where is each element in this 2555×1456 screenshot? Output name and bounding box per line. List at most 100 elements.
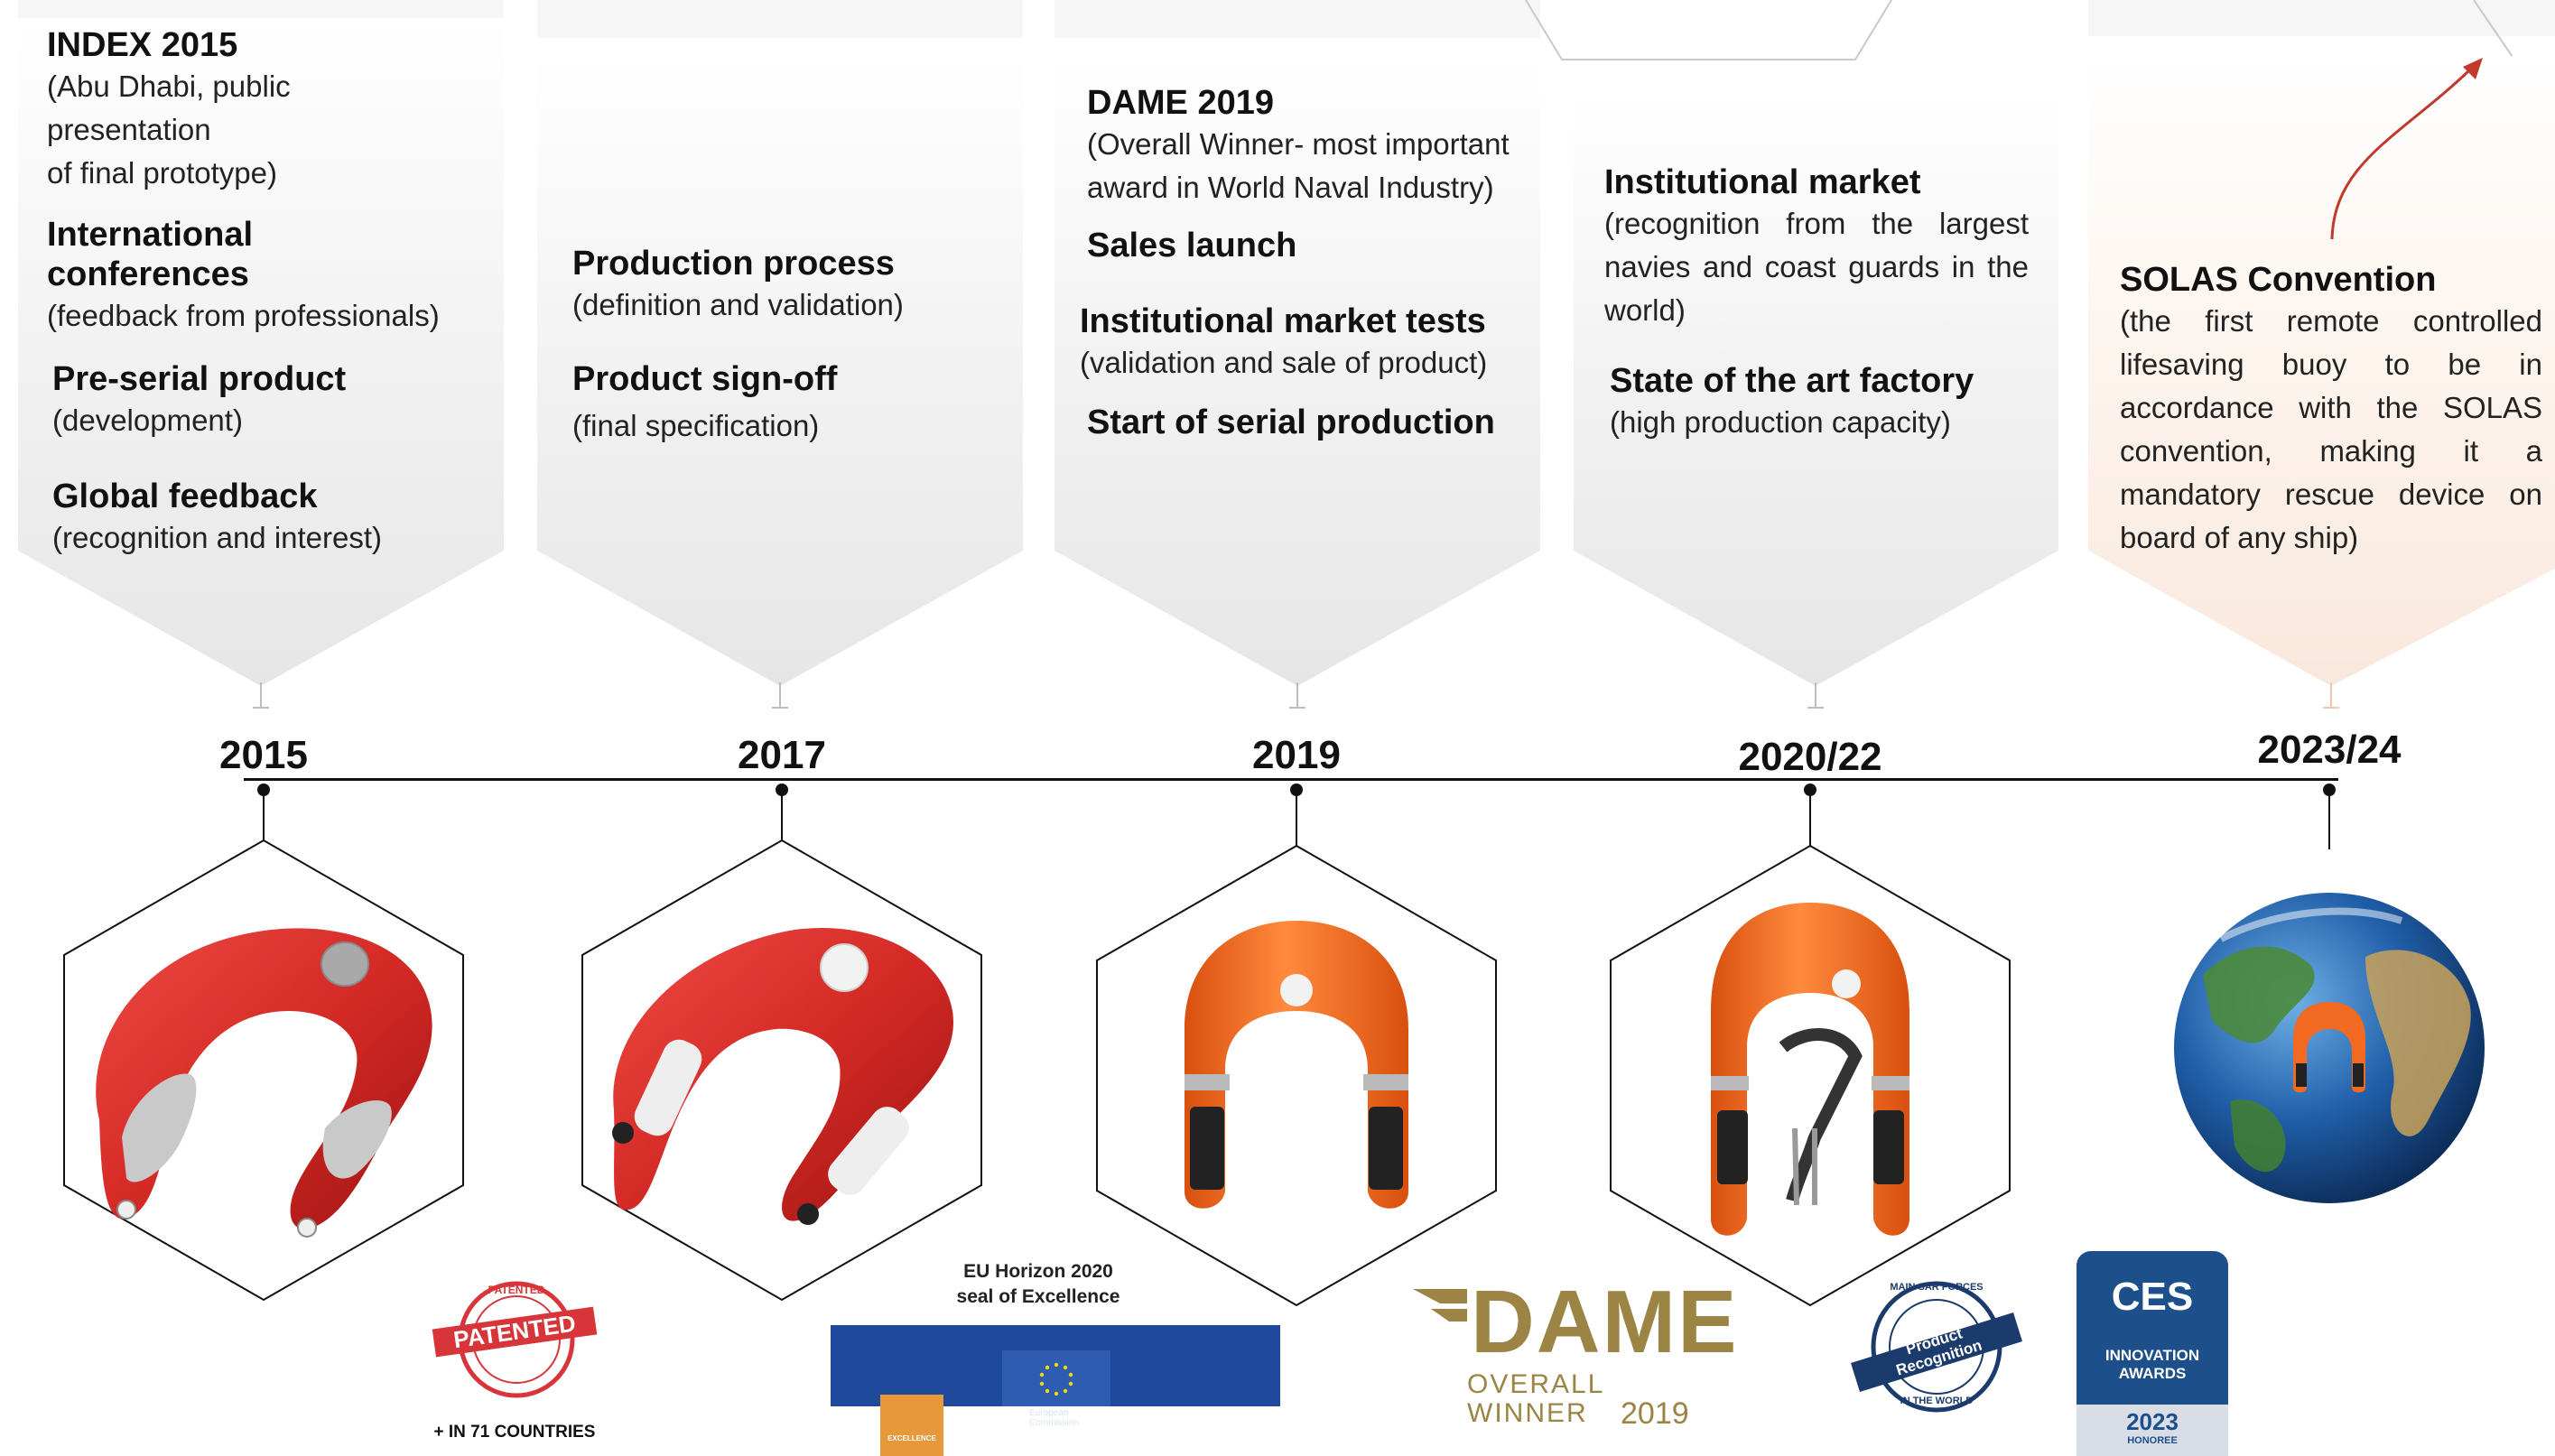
ces-award-title: INNOVATION AWARDS — [2077, 1347, 2228, 1383]
item-desc: (Abu Dhabi, public presentation — [47, 70, 291, 146]
ces-logo: CES — [2111, 1275, 2194, 1319]
eu-banner: European Commission — [831, 1325, 1280, 1428]
buoy-prototype-2015 — [96, 928, 432, 1238]
timeline-connector — [1809, 790, 1811, 846]
card-strip-2017 — [537, 0, 1023, 38]
item-desc: navies and coast guards in the — [1604, 250, 2029, 283]
card-backgrounds — [18, 0, 2555, 686]
item-desc: (Overall Winner- most important — [1087, 127, 1510, 161]
item-desc: (recognition and interest) — [52, 521, 383, 554]
buoy-orange-2020 — [1711, 903, 1909, 1236]
card-connector-cap — [253, 707, 269, 709]
item-desc: (recognition from the largest — [1604, 207, 2029, 240]
ces-line1: INNOVATION — [2104, 1347, 2200, 1364]
dame-award-logo: DAME OVERALL WINNER 2019 — [1413, 1276, 1737, 1435]
hex-2020 — [1610, 844, 2011, 1307]
eu-caption-line1: EU Horizon 2020 — [963, 1261, 1113, 1282]
item-title: SOLAS Convention — [2120, 261, 2437, 299]
timeline-connector — [2328, 790, 2330, 849]
item-desc: board of any ship) — [2120, 521, 2359, 554]
ces-honoree: HONOREE — [2127, 1435, 2178, 1446]
card-connector — [260, 682, 262, 708]
item-title: Institutional market tests — [1080, 302, 1486, 340]
item-desc: (feedback from professionals) — [47, 299, 440, 332]
card-connector — [1815, 682, 1816, 708]
item-desc: of final prototype) — [47, 156, 277, 190]
year-label-2020-22: 2020/22 — [1738, 735, 1882, 779]
ces-line2: AWARDS — [2118, 1365, 2187, 1382]
card-strip-2019 — [1055, 0, 1540, 38]
item-desc: world) — [1604, 293, 1686, 327]
eu-commission: European Commission — [1029, 1408, 1079, 1428]
item-title: Pre-serial product — [52, 360, 347, 398]
timeline-axis — [244, 778, 2338, 781]
eu-flag — [1002, 1350, 1110, 1406]
patent-countries-note: + IN 71 COUNTRIES — [433, 1423, 596, 1442]
timeline-connector — [1296, 790, 1297, 846]
item-desc: convention, making it a — [2120, 434, 2542, 468]
item-desc: (definition and validation) — [572, 288, 904, 321]
card-connector — [1296, 682, 1298, 708]
dame-year: 2019 — [1621, 1396, 1689, 1431]
item-desc: (development) — [52, 403, 243, 437]
timeline-connector — [781, 790, 783, 840]
buoy-orange-2019 — [1185, 921, 1408, 1209]
item-desc: award in World Naval Industry) — [1087, 171, 1494, 204]
eu-excellence-seal: EXCELLENCE — [880, 1395, 943, 1456]
card-connector — [779, 682, 781, 708]
card-2015 — [18, 18, 504, 686]
item-title: Production process — [572, 245, 895, 283]
stage-2023-text: SOLAS Convention (the first remote contr… — [2120, 260, 2542, 560]
hex-outline-top-2020 — [1525, 0, 1892, 60]
sar-ring-bottom: IN THE WORLD — [1900, 1396, 1974, 1406]
card-2020 — [1574, 90, 2058, 686]
eu-commission-line1: European — [1029, 1408, 1069, 1418]
card-connector-cap — [772, 707, 788, 709]
item-desc: (validation and sale of product) — [1080, 346, 1488, 379]
sar-ring-graphic — [1851, 1281, 2022, 1413]
year-label-2015: 2015 — [219, 733, 308, 777]
card-connector-cap — [1807, 707, 1824, 709]
ces-award-badge: CES INNOVATION AWARDS 2023 HONOREE — [2077, 1251, 2228, 1456]
sar-recognition-badge: MAIN SAR FORCES Product Recognition IN T… — [1851, 1273, 2022, 1422]
item-desc: (final specification) — [572, 409, 820, 442]
patented-ring-text: PATENTED — [488, 1284, 545, 1296]
item-desc: mandatory rescue device on — [2120, 478, 2542, 511]
item-title: Sales launch — [1087, 227, 1297, 264]
eu-stars-icon — [1039, 1362, 1073, 1396]
card-2023 — [2088, 56, 2555, 686]
year-label-2019: 2019 — [1252, 733, 1341, 777]
item-title: DAME 2019 — [1087, 84, 1274, 122]
card-2017 — [537, 56, 1023, 686]
eu-caption: EU Horizon 2020 seal of Excellence — [930, 1259, 1147, 1310]
eu-caption-line2: seal of Excellence — [956, 1286, 1120, 1307]
dame-subtitle: OVERALL WINNER — [1467, 1369, 1604, 1428]
buoy-red-2017 — [612, 927, 953, 1225]
patented-stamp: PATENTED PATENTED — [432, 1271, 598, 1406]
card-connector-cap — [2323, 707, 2339, 709]
item-title: State of the art factory — [1610, 362, 1974, 400]
eu-excellence-text: EXCELLENCE — [887, 1434, 936, 1442]
card-connector-cap — [1289, 707, 1305, 709]
ces-year: 2023 — [2126, 1408, 2179, 1435]
item-title: Global feedback — [52, 478, 318, 515]
stage-2015-text: INDEX 2015 (Abu Dhabi, public presentati… — [47, 25, 462, 560]
year-label-2023-24: 2023/24 — [2257, 728, 2402, 772]
year-label-2017: 2017 — [738, 733, 826, 777]
ces-footer: 2023 HONOREE — [2077, 1405, 2228, 1456]
item-title: Product sign-off — [572, 360, 838, 398]
hex-2019 — [1096, 844, 1497, 1307]
stage-2019-text: DAME 2019 (Overall Winner- most importan… — [1080, 83, 1510, 442]
item-title: INDEX 2015 — [47, 26, 238, 64]
item-desc: lifesaving buoy to be in — [2120, 348, 2542, 381]
stage-2020-text: Institutional market (recognition from t… — [1604, 162, 2029, 444]
item-desc: (high production capacity) — [1610, 405, 1951, 439]
item-title: Institutional market — [1604, 163, 1921, 201]
growth-arrow — [2330, 69, 2471, 240]
card-connector — [2330, 682, 2332, 708]
globe-with-buoy-2023 — [2174, 893, 2485, 1203]
item-title: International conferences — [47, 216, 254, 293]
growth-arrow-head — [2463, 58, 2483, 79]
item-title: Start of serial production — [1087, 403, 1495, 441]
